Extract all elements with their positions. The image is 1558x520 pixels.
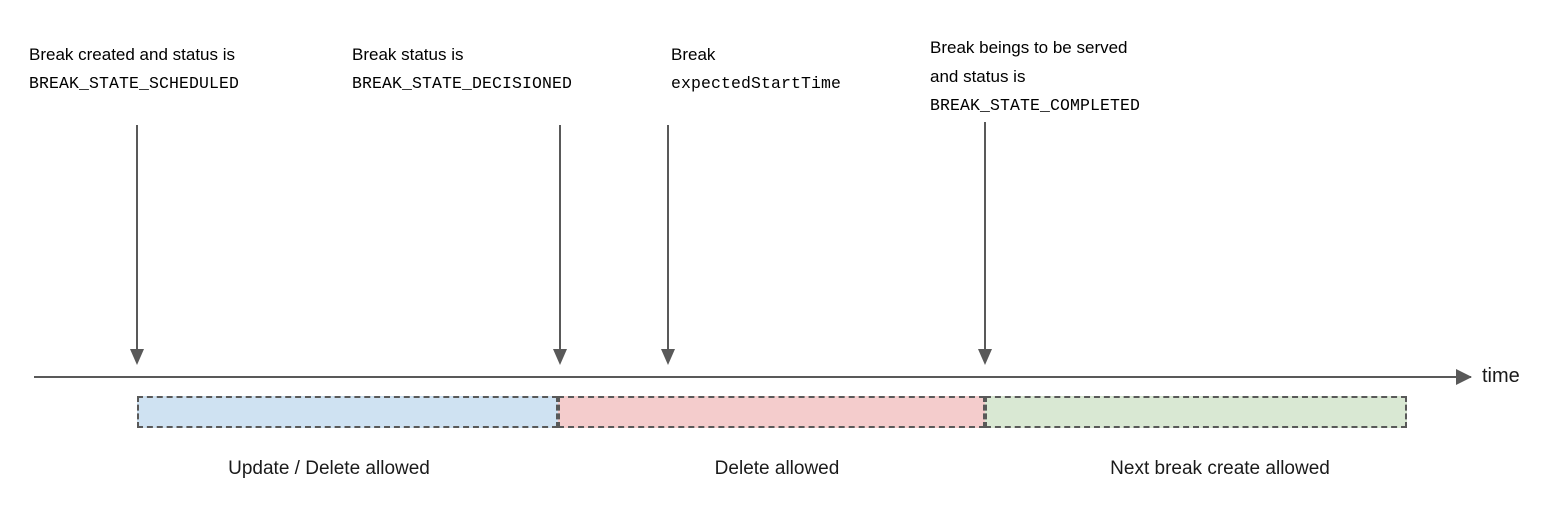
annotation-line-code: BREAK_STATE_SCHEDULED <box>29 74 240 93</box>
phase-caption-next-break-create: Next break create allowed <box>1110 458 1330 479</box>
phase-caption-update-delete: Update / Delete allowed <box>228 458 430 479</box>
arrow-down-icon <box>130 349 144 365</box>
marker-arrow-completed <box>978 122 992 365</box>
arrow-down-icon <box>661 349 675 365</box>
phase-bar-delete-only <box>558 396 985 428</box>
annotation-line: Break beings to be served <box>930 38 1128 57</box>
annotation-decisioned: Break status is BREAK_STATE_DECISIONED <box>352 40 572 98</box>
annotation-line: and status is <box>930 67 1026 86</box>
phase-bar-update-delete <box>137 396 558 428</box>
time-axis-label: time <box>1482 365 1520 387</box>
annotation-line-code: BREAK_STATE_COMPLETED <box>930 96 1141 115</box>
annotation-line: Break status is <box>352 45 464 64</box>
arrow-down-icon <box>553 349 567 365</box>
arrow-down-icon <box>978 349 992 365</box>
arrow-shaft <box>559 125 561 349</box>
marker-arrow-scheduled <box>130 125 144 365</box>
annotation-expected-start: Break expectedStartTime <box>671 40 841 98</box>
arrow-shaft <box>667 125 669 349</box>
annotation-line: Break created and status is <box>29 45 236 64</box>
marker-arrow-expected-start <box>661 125 675 365</box>
arrow-shaft <box>984 122 986 349</box>
arrow-shaft <box>136 125 138 349</box>
phase-caption-delete-only: Delete allowed <box>714 458 840 479</box>
annotation-line-code: expectedStartTime <box>671 74 842 93</box>
annotation-line-code: BREAK_STATE_DECISIONED <box>352 74 573 93</box>
marker-arrow-decisioned <box>553 125 567 365</box>
annotation-line: Break <box>671 45 716 64</box>
time-axis-line <box>34 376 1471 378</box>
annotation-scheduled: Break created and status is BREAK_STATE_… <box>29 40 239 98</box>
phase-bar-next-break-create <box>985 396 1407 428</box>
annotation-completed: Break beings to be served and status is … <box>930 33 1140 120</box>
arrow-right-icon <box>1456 369 1472 385</box>
